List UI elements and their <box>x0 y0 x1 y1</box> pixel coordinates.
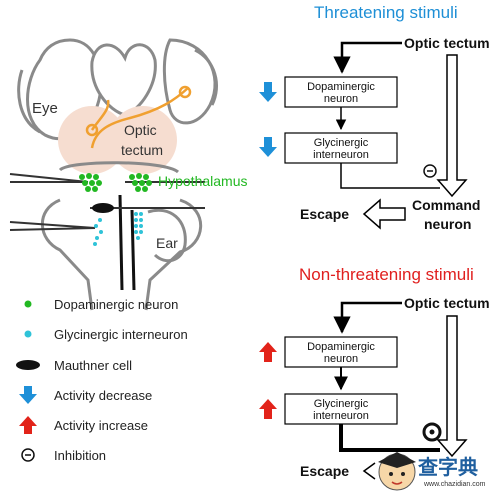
watermark-text: 查字典 <box>418 455 478 479</box>
electrode-bottom-left <box>9 221 96 229</box>
non-threatening-glycinergic-box <box>284 393 398 425</box>
threatening-gly-decrease-icon <box>259 137 277 157</box>
electrode-bottom-left-2 <box>9 227 96 231</box>
threatening-escape-label: Escape <box>300 206 349 222</box>
threatening-escape-arrow <box>362 198 406 230</box>
optic-tectum-label-line1: Optic <box>124 122 157 138</box>
mauthner-cell <box>92 203 114 213</box>
red-up-arrow-icon <box>19 416 37 434</box>
midline-branch <box>130 209 136 291</box>
non-threatening-open-arrow <box>436 315 468 458</box>
non-threatening-gly-to-command <box>339 424 440 452</box>
brain-illustration: Eye Optic tectum Hypothalamus Ear <box>9 38 248 311</box>
threatening-panel: Threatening stimuli Optic tectum Dopamin… <box>259 3 490 232</box>
threatening-optic-tectum: Optic tectum <box>404 35 490 51</box>
ear-label: Ear <box>156 235 178 251</box>
hypothalamus-label: Hypothalamus <box>158 173 248 189</box>
non-threatening-optic-tectum: Optic tectum <box>404 295 490 311</box>
inhibition-symbol-icon <box>21 448 35 462</box>
legend-label-inhibition: Inhibition <box>54 448 106 463</box>
forebrain-outline <box>90 43 157 117</box>
mascot-cap-icon <box>378 452 416 468</box>
threatening-inhibition-icon <box>423 164 437 178</box>
watermark-url: www.chazidian.com <box>423 481 486 488</box>
threatening-tectum-to-dopa <box>333 41 402 74</box>
left-eye-inner <box>17 69 41 134</box>
threatening-dopa-decrease-icon <box>259 82 277 102</box>
non-threatening-dopa-line1: Dopaminergic <box>307 341 375 353</box>
threatening-gly-line1: Glycinergic <box>314 137 369 149</box>
non-threatening-gly-line2: interneuron <box>313 410 369 422</box>
non-threatening-escape-arrow <box>362 462 376 480</box>
threatening-command-line1: Command <box>412 197 480 213</box>
threatening-title: Threatening stimuli <box>314 3 458 22</box>
hindbrain-outline <box>40 198 203 311</box>
left-optic-tectum <box>58 106 126 174</box>
non-threatening-gly-increase-icon <box>259 399 277 419</box>
electrode-top-left <box>9 173 89 183</box>
orange-neuron-right <box>178 85 192 99</box>
non-threatening-title: Non-threatening stimuli <box>299 265 474 284</box>
black-ellipse-icon <box>16 360 40 370</box>
cyan-dot-icon <box>24 330 32 338</box>
midline <box>118 194 124 291</box>
watermark-logo: 查字典 www.chazidian.com <box>378 452 486 491</box>
threatening-glycinergic-box <box>284 132 398 164</box>
dopaminergic-cluster-right <box>129 173 152 192</box>
legend-label-glycinergic: Glycinergic interneuron <box>54 327 188 342</box>
orange-neuron-left <box>85 123 99 137</box>
orange-axon-left <box>90 99 110 131</box>
non-threatening-escape-label: Escape <box>300 463 349 479</box>
dopaminergic-cluster-left <box>79 173 102 192</box>
right-eye-inner <box>194 48 218 106</box>
non-threatening-gly-line1: Glycinergic <box>314 398 369 410</box>
glycinergic-cluster-left <box>93 218 103 246</box>
right-optic-tectum <box>109 106 177 174</box>
non-threatening-inhibition-icon <box>422 422 442 442</box>
threatening-dopa-line2: neuron <box>324 93 358 105</box>
threatening-dopa-line1: Dopaminergic <box>307 81 375 93</box>
threatening-gly-line2: interneuron <box>313 149 369 161</box>
orange-axon-right <box>90 87 189 149</box>
midbrain-outline <box>58 161 180 174</box>
non-threatening-dopa-line2: neuron <box>324 353 358 365</box>
green-dot-icon <box>24 300 32 308</box>
glycinergic-cluster-right <box>134 212 143 240</box>
threatening-command-line2: neuron <box>424 216 471 232</box>
legend: Dopaminergic neuron Glycinergic interneu… <box>16 297 188 463</box>
non-threatening-tectum-to-dopa <box>333 301 402 334</box>
eye-label: Eye <box>32 100 58 117</box>
legend-label-decrease: Activity decrease <box>54 388 152 403</box>
legend-label-mauthner: Mauthner cell <box>54 358 132 373</box>
legend-label-increase: Activity increase <box>54 418 148 433</box>
non-threatening-dopa-increase-icon <box>259 342 277 362</box>
threatening-open-arrow <box>436 54 468 198</box>
blue-down-arrow-icon <box>19 386 37 404</box>
threatening-gly-to-command <box>340 163 440 189</box>
non-threatening-panel: Non-threatening stimuli Optic tectum Dop… <box>259 265 490 480</box>
legend-label-dopaminergic: Dopaminergic neuron <box>54 297 178 312</box>
optic-tectum-label-line2: tectum <box>121 142 163 158</box>
right-eye-outline <box>162 38 217 125</box>
ear-outline <box>147 208 187 263</box>
